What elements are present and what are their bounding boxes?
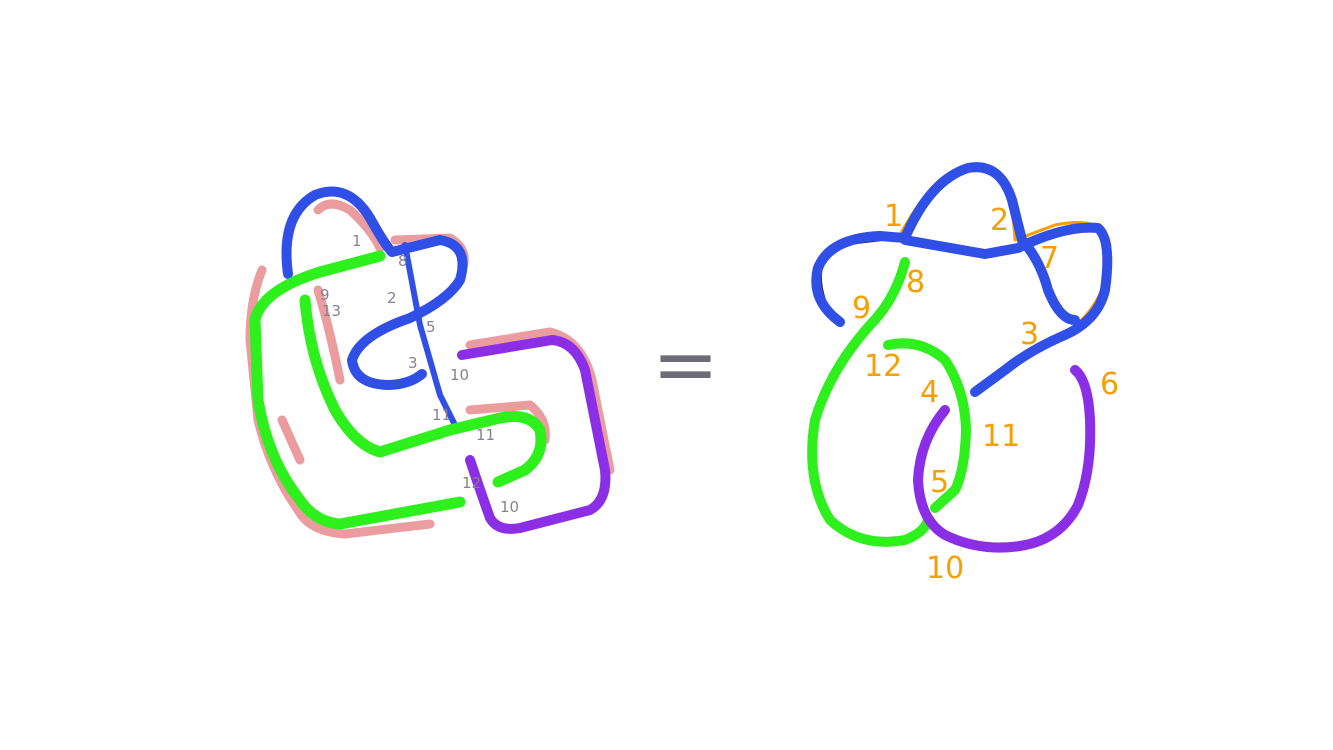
left-blue-strand-3	[402, 242, 458, 428]
right-label-5: 5	[930, 465, 949, 500]
right-knot: 1 2 7 8 9 3 12 4 6 11 5 10	[807, 162, 1119, 586]
right-label-6: 6	[1100, 367, 1119, 402]
left-purple-strand	[457, 335, 611, 534]
left-label-8: 8	[398, 252, 408, 270]
left-label-13: 13	[322, 302, 341, 320]
left-label-12: 12	[462, 474, 481, 492]
right-blue-strand-2	[900, 222, 1113, 397]
right-blue-strand	[811, 162, 1080, 327]
left-label-2: 2	[387, 289, 397, 307]
left-green-strand	[249, 250, 466, 530]
left-label-1: 1	[352, 232, 362, 250]
right-label-9: 9	[852, 291, 871, 326]
right-green-strand	[807, 257, 933, 547]
equals-sign: =	[652, 318, 719, 411]
left-label-11b: 11	[476, 426, 495, 444]
right-label-3: 3	[1020, 317, 1039, 352]
left-blue-strand-2	[347, 235, 468, 390]
left-label-10a: 10	[450, 366, 469, 384]
left-label-3: 3	[408, 354, 418, 372]
right-purple-strand	[913, 365, 1096, 553]
left-label-5: 5	[426, 318, 436, 336]
right-crossing-labels: 1 2 7 8 9 3 12 4 6 11 5 10	[852, 199, 1119, 586]
left-label-9: 9	[320, 286, 330, 304]
right-label-7: 7	[1040, 241, 1059, 276]
right-green-strand-2	[883, 338, 971, 513]
right-label-1: 1	[884, 199, 903, 234]
left-label-10b: 10	[500, 498, 519, 516]
right-label-11: 11	[982, 419, 1020, 454]
right-label-4: 4	[920, 375, 939, 410]
left-label-11a: 11	[432, 406, 451, 424]
left-knot: 1 8 2 5 9 3 10 11 11 12 10 13	[245, 186, 615, 539]
right-label-8: 8	[906, 265, 925, 300]
left-green-strand-2	[299, 294, 547, 488]
left-blue-strand	[281, 186, 397, 279]
left-crossing-labels: 1 8 2 5 9 3 10 11 11 12 10 13	[320, 232, 519, 516]
right-label-10: 10	[926, 551, 964, 586]
right-label-12: 12	[864, 349, 902, 384]
right-label-2: 2	[990, 203, 1009, 238]
